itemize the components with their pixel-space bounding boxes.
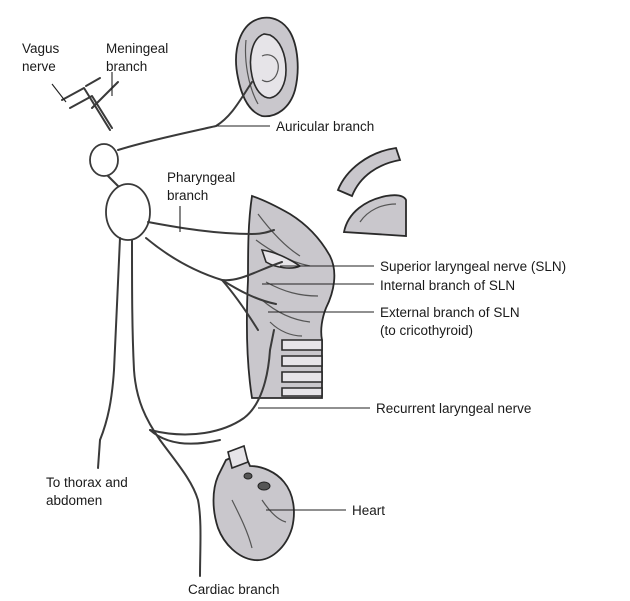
label-pharyngeal-line2: branch (167, 188, 208, 203)
label-vagus-line2: nerve (22, 59, 56, 74)
label-thorax-line1: To thorax and (46, 475, 128, 490)
meningeal-branch (92, 82, 118, 108)
label-vagus-line1: Vagus (22, 41, 60, 56)
heart-illustration (214, 446, 294, 560)
soft-palate-illustration (338, 148, 406, 236)
label-auricular-branch: Auricular branch (276, 119, 374, 134)
label-cardiac-branch: Cardiac branch (188, 582, 280, 597)
label-thorax-line2: abdomen (46, 493, 102, 508)
label-meningeal-line1: Meningeal (106, 41, 168, 56)
label-external-branch-line2: (to cricothyroid) (380, 323, 473, 338)
label-superior-laryngeal-nerve: Superior laryngeal nerve (SLN) (380, 259, 566, 274)
larynx-illustration (247, 196, 335, 398)
label-external-branch-line1: External branch of SLN (380, 305, 520, 320)
auricular-branch-nerve (118, 82, 252, 150)
label-meningeal-line2: branch (106, 59, 147, 74)
label-recurrent-laryngeal-nerve: Recurrent laryngeal nerve (376, 401, 531, 416)
label-pharyngeal-line1: Pharyngeal (167, 170, 235, 185)
label-heart: Heart (352, 503, 385, 518)
label-internal-branch: Internal branch of SLN (380, 278, 515, 293)
ear-illustration (236, 18, 298, 117)
